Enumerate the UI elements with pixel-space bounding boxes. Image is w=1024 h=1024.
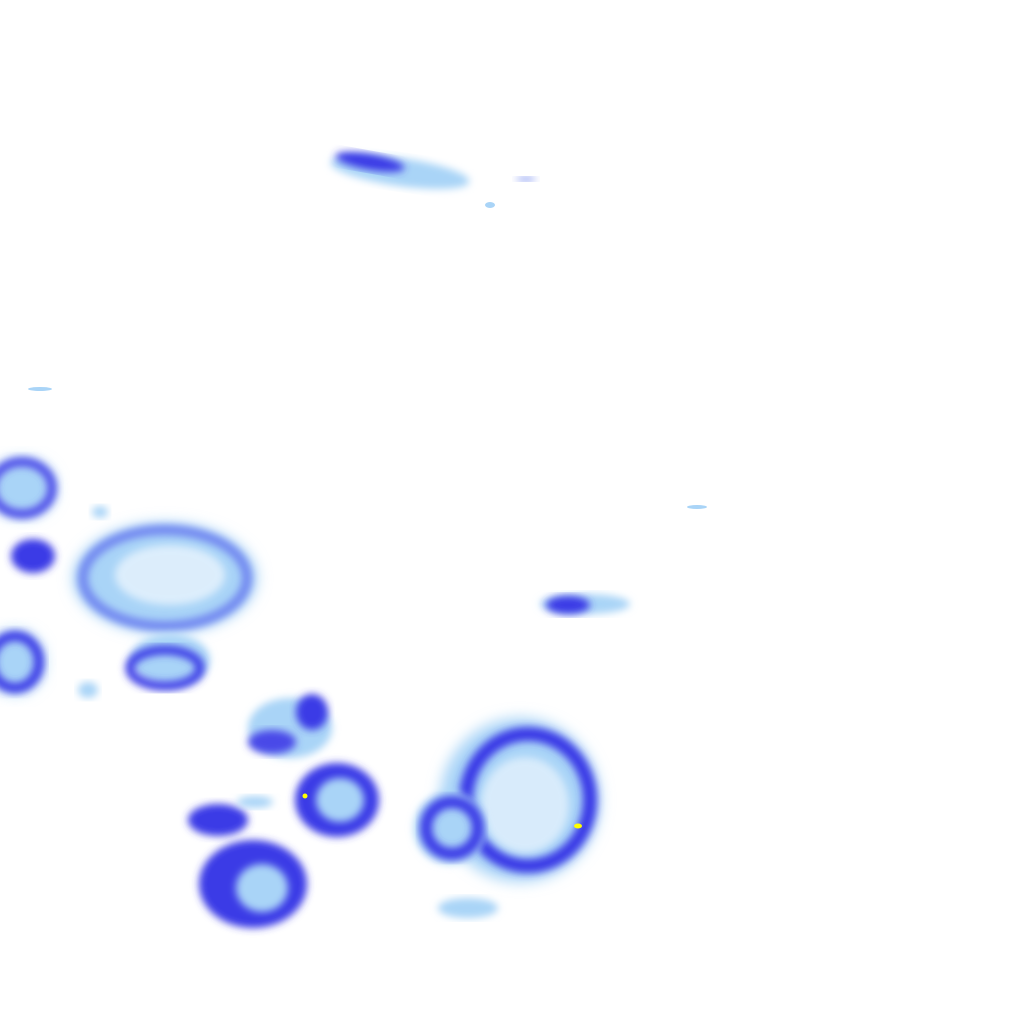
cell-left-lower [0,630,45,694]
cell-right-small [540,505,707,614]
cell-large-left [73,523,257,691]
cell-large-right [414,718,600,918]
cell-mid-1 [248,694,332,758]
cell-top [330,152,536,189]
debris [28,202,495,698]
cell-mid-2 [295,763,379,837]
cell-mid-3 [188,796,273,836]
cell-left-upper [0,457,57,519]
cell-left-small [11,539,55,573]
cell-mid-4 [199,840,307,928]
